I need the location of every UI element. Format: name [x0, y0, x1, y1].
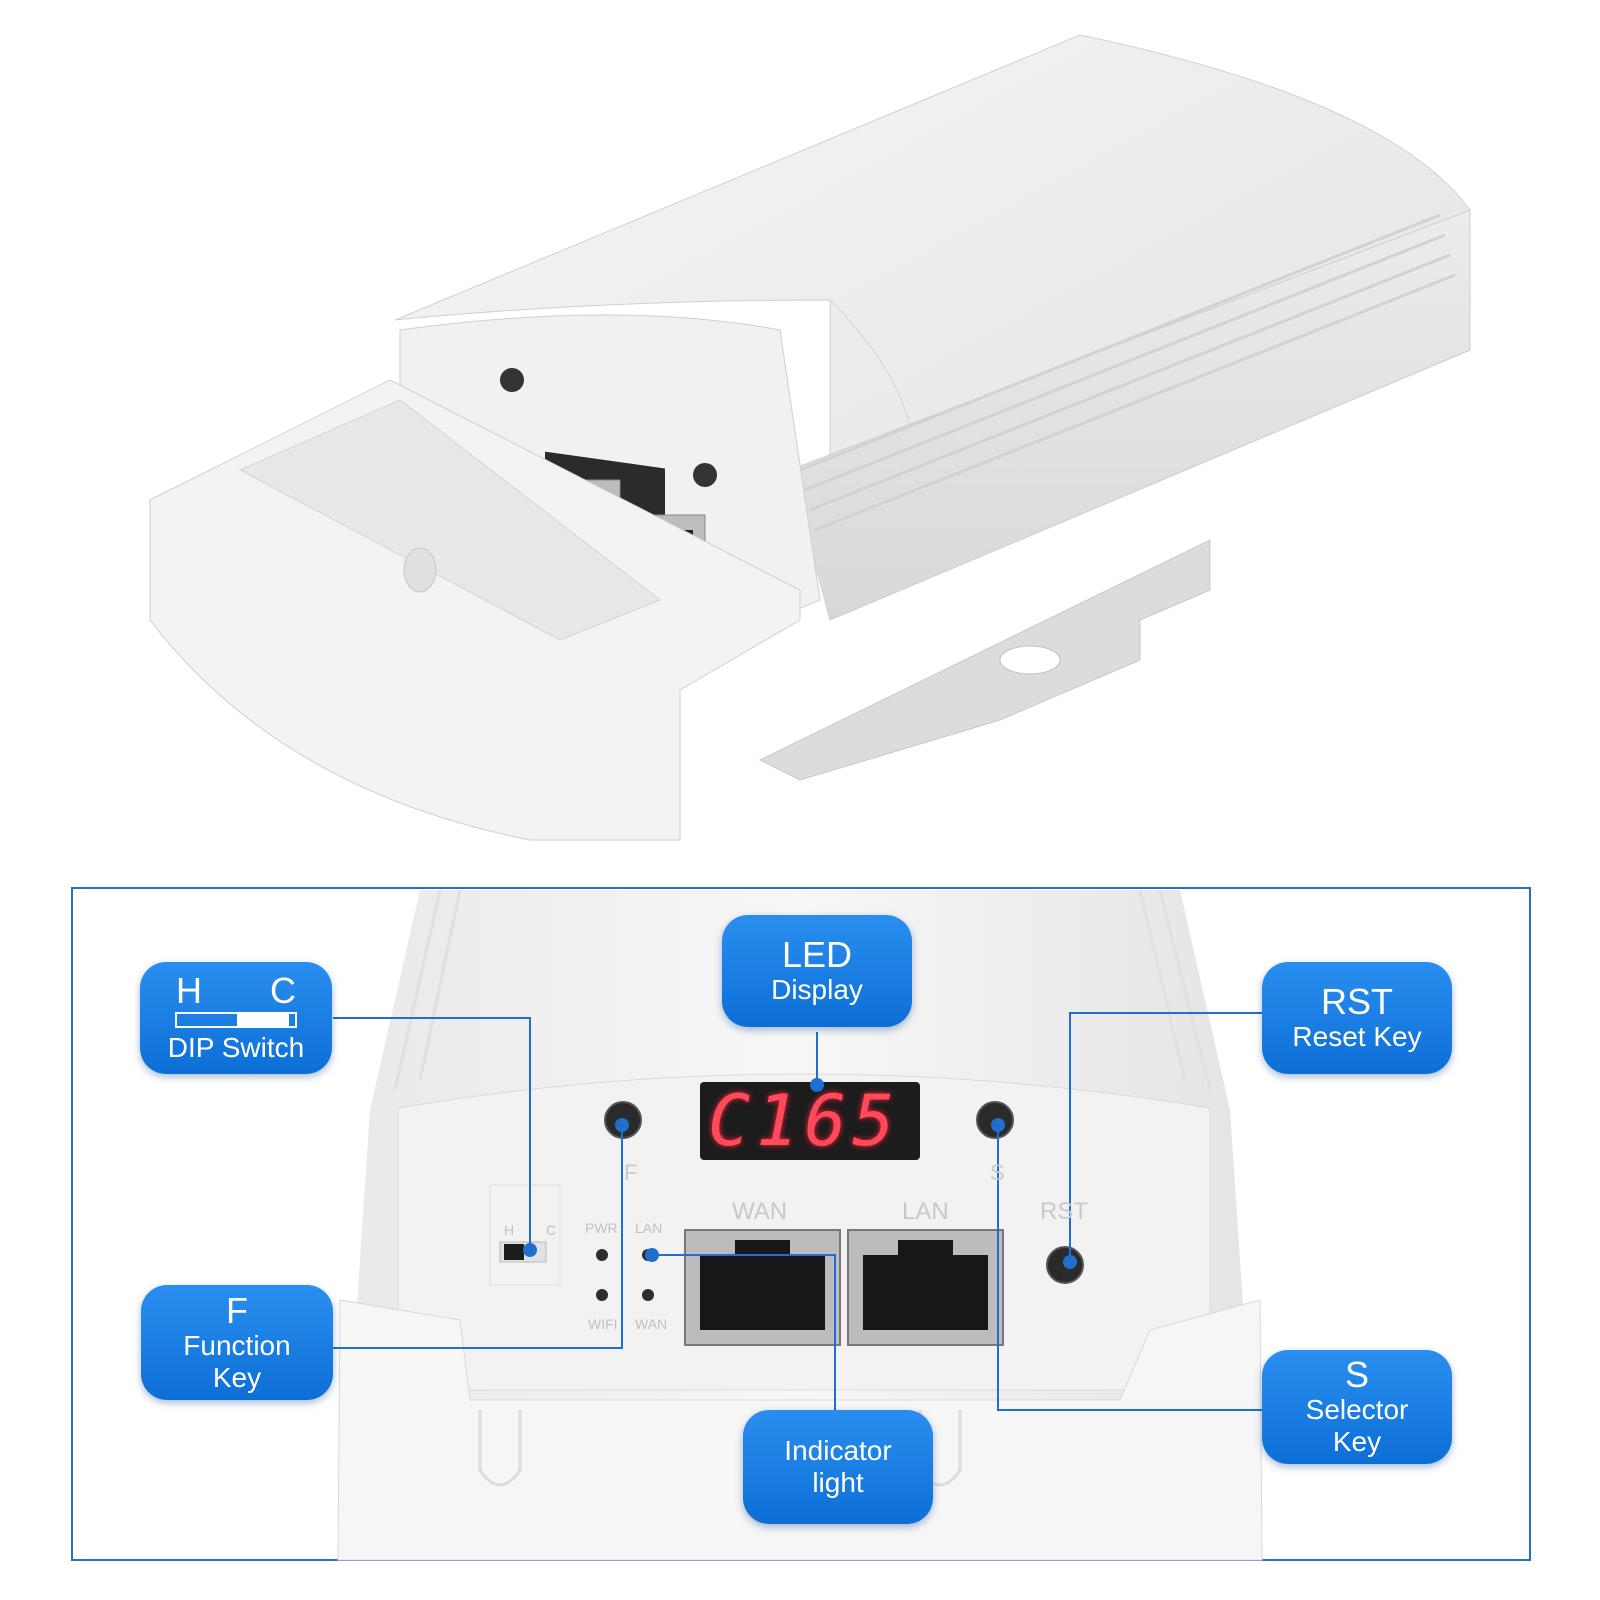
indicator-callout-line1: Indicator [784, 1435, 892, 1466]
f-callout-line3: Key [212, 1361, 262, 1393]
s-key-callout: S Selector Key [1262, 1350, 1452, 1464]
indicator-callout-line2: light [812, 1467, 864, 1498]
rst-callout: RST Reset Key [1262, 962, 1452, 1074]
wifi-led [596, 1289, 608, 1301]
indicator-line [652, 1254, 836, 1410]
wan-label: WAN [732, 1198, 788, 1225]
lan-label: LAN [902, 1198, 949, 1225]
c-label: C [546, 1222, 557, 1238]
f-label: F [624, 1160, 638, 1185]
dip-switch-callout: H C DIP Switch [140, 962, 332, 1074]
wifi-label: WIFI [588, 1316, 618, 1332]
lan-small-label: LAN [635, 1220, 663, 1236]
led-value: C165 [708, 1080, 901, 1162]
dip-label: DIP Switch [167, 1032, 305, 1063]
led-display-callout: LED Display [722, 915, 912, 1027]
dip-switch-knob [504, 1244, 524, 1260]
led-display-window [700, 1082, 920, 1160]
dip-switch-icon [175, 1012, 297, 1028]
pwr-label: PWR [585, 1220, 618, 1236]
rst-callout-line1: RST [1321, 981, 1393, 1022]
s-callout-line2: Selector [1305, 1394, 1409, 1425]
f-callout-line1: F [226, 1289, 248, 1331]
f-key-callout: F Function Key [141, 1285, 333, 1400]
s-callout-line1: S [1344, 1354, 1369, 1395]
rst-callout-line2: Reset Key [1292, 1021, 1422, 1052]
wan-port [684, 1229, 841, 1346]
f-callout-line2: Function [183, 1329, 291, 1361]
s-line [997, 1125, 1262, 1411]
led-callout-line2: Display [771, 974, 863, 1005]
led-callout-line1: LED [781, 934, 853, 975]
s-label: S [990, 1160, 1005, 1185]
dip-c: C [270, 970, 296, 1011]
product-photo-top [149, 34, 1471, 841]
dip-h: H [176, 970, 202, 1011]
wan-small-label: WAN [635, 1316, 668, 1332]
f-line [333, 1125, 623, 1349]
pwr-led [596, 1249, 608, 1261]
rst-label: RST [1040, 1198, 1088, 1225]
mount-bracket [758, 539, 1211, 781]
rst-line [1069, 1012, 1262, 1262]
h-label: H [504, 1222, 515, 1238]
indicator-callout: Indicator light [743, 1410, 933, 1524]
wan-led [642, 1289, 654, 1301]
dip-line [333, 1017, 531, 1250]
lan-port [847, 1229, 1004, 1346]
s-callout-line3: Key [1332, 1426, 1382, 1457]
